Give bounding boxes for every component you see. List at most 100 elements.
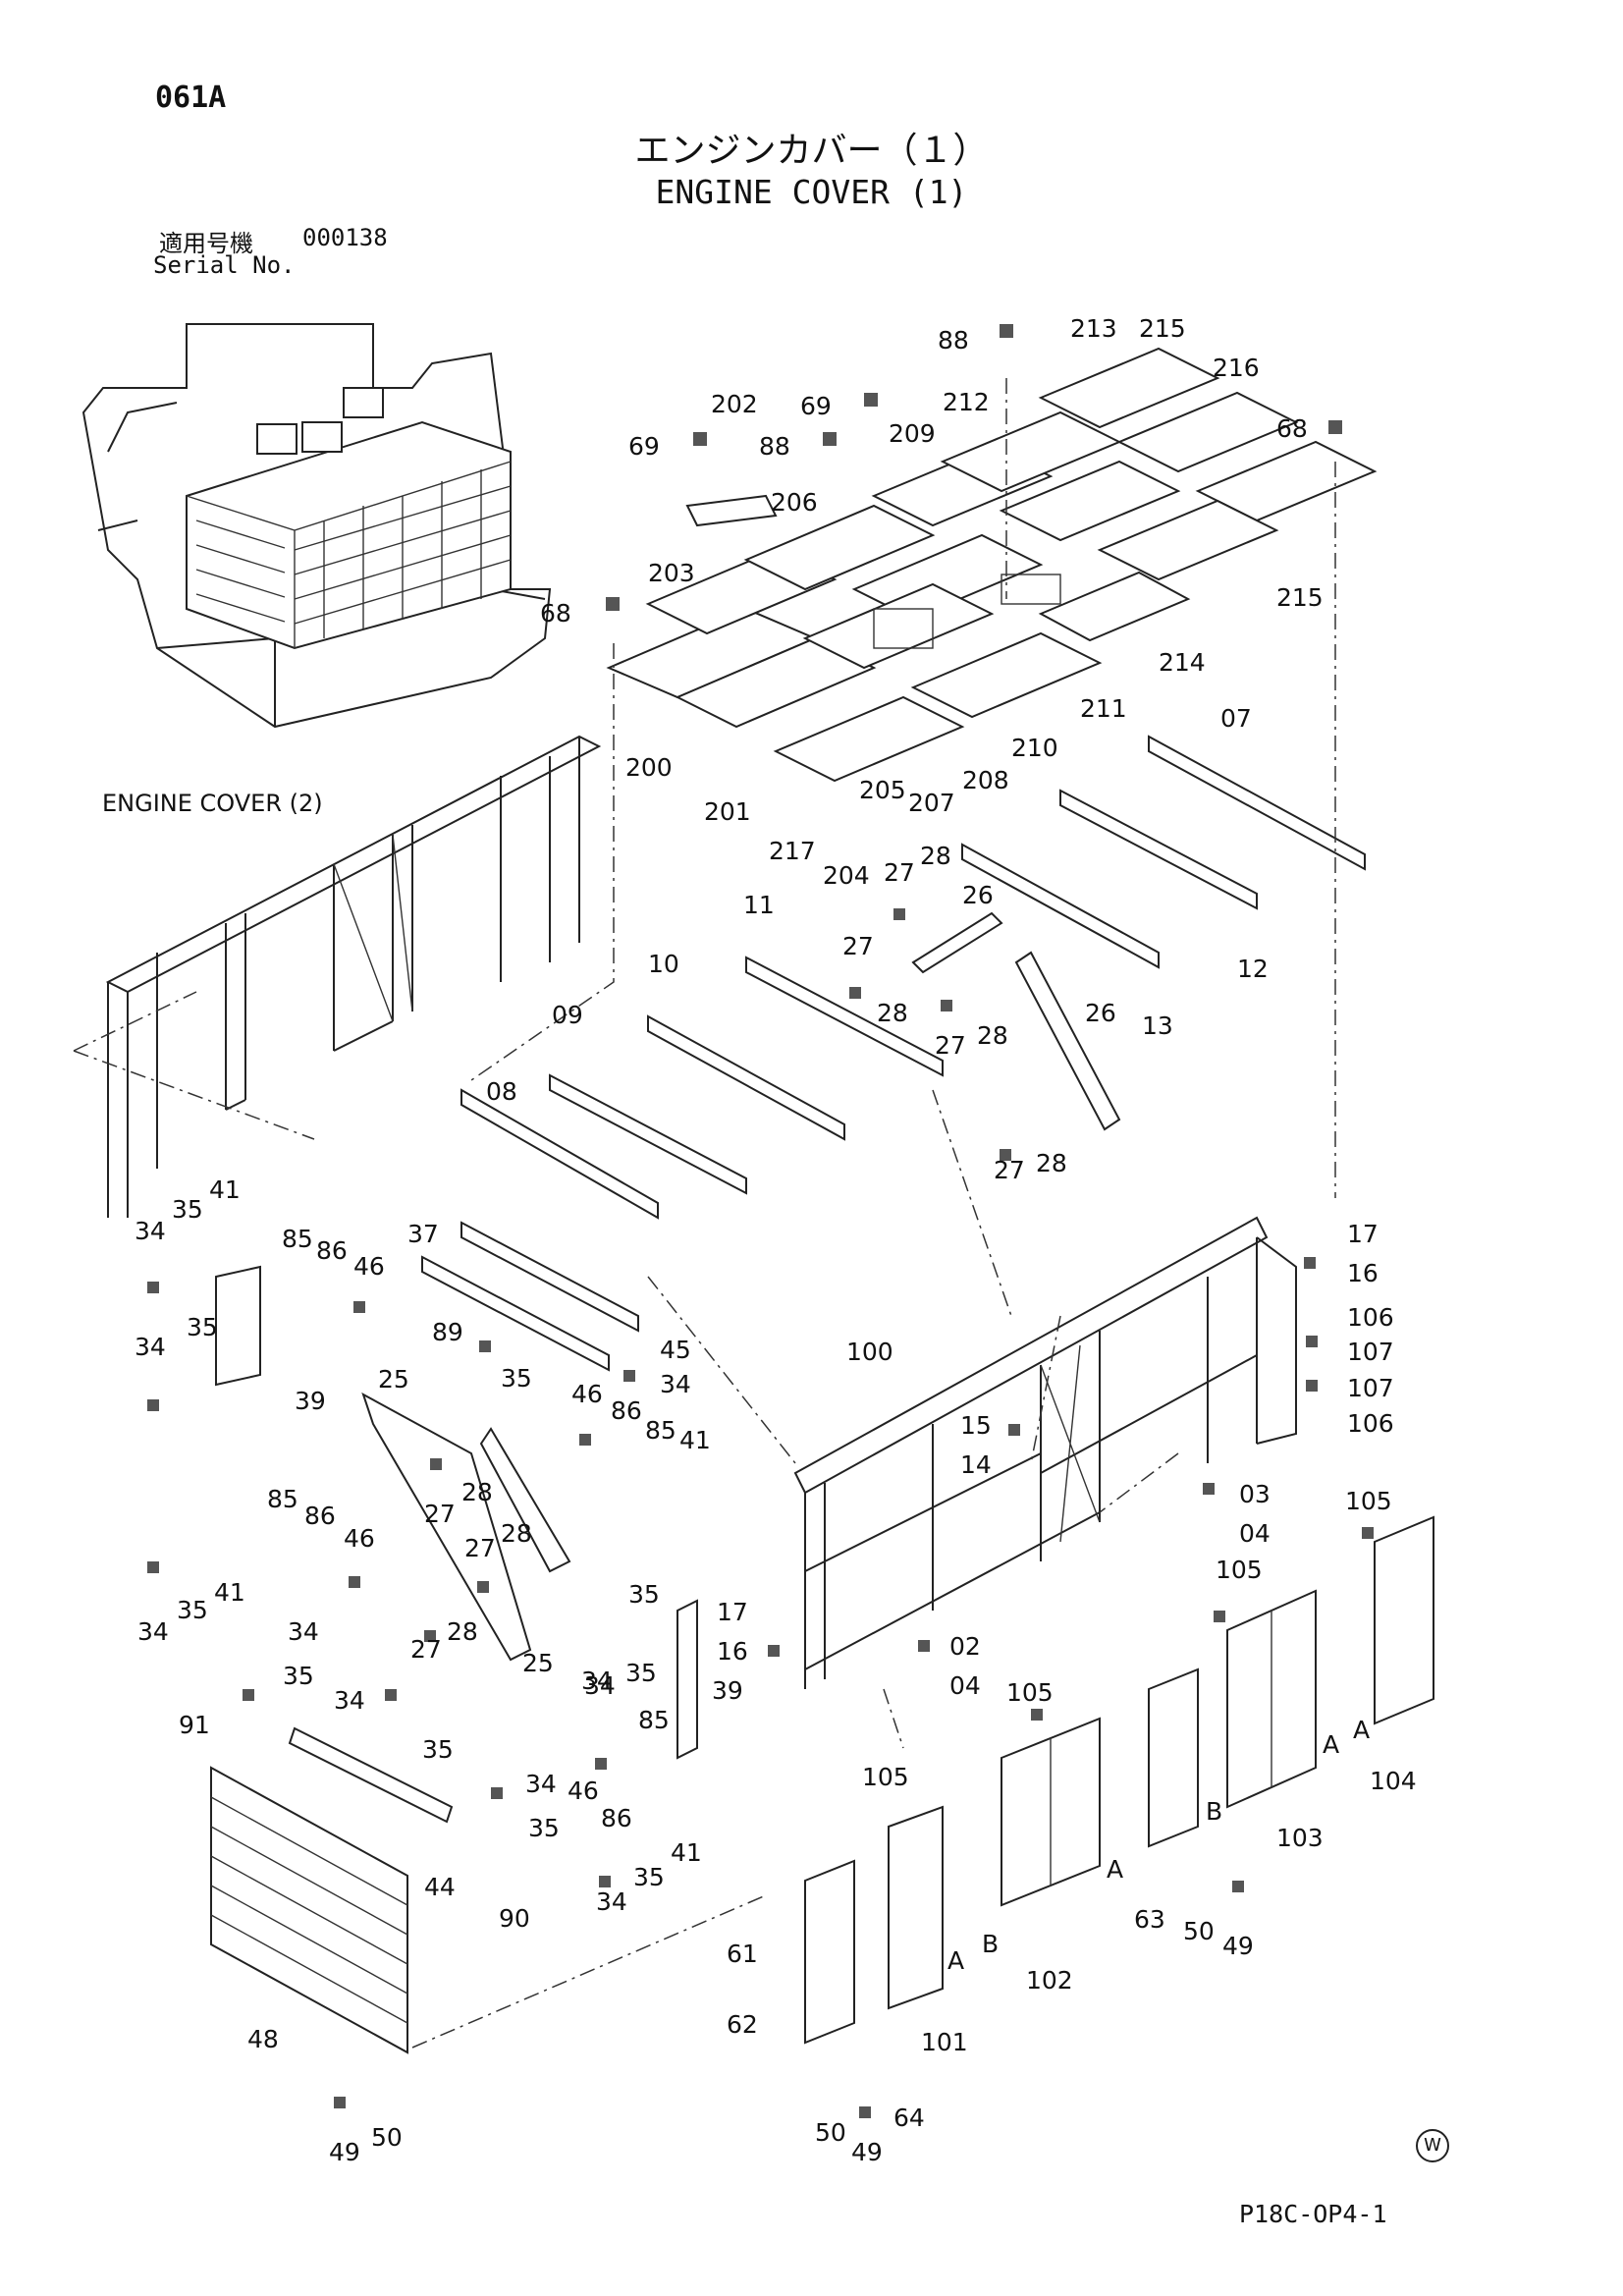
part-label-86: 86 — [611, 1396, 642, 1425]
door-mark-a: A — [947, 1946, 964, 1975]
part-label-34: 34 — [581, 1667, 613, 1695]
part-label-35: 35 — [528, 1814, 560, 1842]
part-label-207: 207 — [908, 789, 955, 817]
part-label-39: 39 — [295, 1387, 326, 1415]
part-label-85: 85 — [638, 1706, 670, 1734]
part-label-35: 35 — [633, 1863, 665, 1891]
part-label-64: 64 — [893, 2104, 925, 2132]
part-label-17: 17 — [717, 1598, 748, 1626]
door-mark-b: B — [1206, 1797, 1222, 1826]
part-label-107: 107 — [1347, 1338, 1394, 1366]
part-labels: 88 213 215 216 202 69 212 69 88 209 68 2… — [135, 314, 1417, 2166]
part-label-90: 90 — [499, 1904, 530, 1933]
part-label-203: 203 — [648, 559, 695, 587]
serial-label-english: Serial No. — [153, 251, 296, 279]
channel-members — [421, 735, 1366, 1372]
door-mark-a: A — [1323, 1730, 1339, 1759]
part-label-200: 200 — [625, 753, 673, 782]
part-label-35: 35 — [187, 1313, 218, 1341]
drawing-code: P18C-OP4-1 — [1239, 2200, 1387, 2228]
part-label-85: 85 — [267, 1485, 298, 1513]
part-label-39: 39 — [712, 1676, 743, 1705]
part-label-41: 41 — [671, 1838, 702, 1867]
part-label-13: 13 — [1142, 1011, 1173, 1040]
part-label-34: 34 — [288, 1617, 319, 1646]
part-label-68: 68 — [540, 599, 571, 628]
title-english: ENGINE COVER (1) — [655, 173, 968, 211]
assembly-leader-lines — [411, 378, 1336, 2049]
part-label-88: 88 — [759, 432, 790, 461]
part-label-206: 206 — [771, 488, 818, 517]
part-label-46: 46 — [568, 1777, 599, 1805]
part-label-68: 68 — [1276, 414, 1308, 443]
part-label-02: 02 — [949, 1632, 981, 1661]
part-label-49: 49 — [851, 2138, 883, 2166]
part-label-49: 49 — [1222, 1932, 1254, 1960]
part-label-100: 100 — [846, 1338, 893, 1366]
part-label-09: 09 — [552, 1001, 583, 1029]
part-label-103: 103 — [1276, 1824, 1324, 1852]
part-label-104: 104 — [1370, 1767, 1417, 1795]
part-label-41: 41 — [209, 1175, 241, 1204]
part-label-211: 211 — [1080, 694, 1127, 723]
part-label-105: 105 — [1345, 1487, 1392, 1515]
part-label-208: 208 — [962, 766, 1009, 794]
part-label-04: 04 — [949, 1671, 981, 1700]
part-label-213: 213 — [1070, 314, 1117, 343]
part-label-214: 214 — [1159, 648, 1206, 677]
part-label-28: 28 — [977, 1021, 1008, 1050]
part-label-34: 34 — [135, 1217, 166, 1245]
part-label-212: 212 — [943, 388, 990, 416]
part-label-26: 26 — [1085, 999, 1116, 1027]
part-label-37: 37 — [407, 1220, 439, 1248]
part-label-35: 35 — [501, 1364, 532, 1393]
part-label-102: 102 — [1026, 1966, 1073, 1995]
door-mark-b: B — [982, 1930, 999, 1958]
part-label-61: 61 — [727, 1940, 758, 1968]
part-label-28: 28 — [1036, 1149, 1067, 1177]
engine-cover-2-reference-label: ENGINE COVER (2) — [102, 790, 323, 817]
part-label-50: 50 — [815, 2118, 846, 2147]
part-label-28: 28 — [877, 999, 908, 1027]
part-label-88: 88 — [938, 326, 969, 355]
part-label-45: 45 — [660, 1336, 691, 1364]
part-label-28: 28 — [501, 1519, 532, 1548]
part-label-106: 106 — [1347, 1409, 1394, 1438]
part-label-49: 49 — [329, 2138, 360, 2166]
part-label-12: 12 — [1237, 955, 1269, 983]
part-label-34: 34 — [525, 1770, 557, 1798]
part-label-27: 27 — [935, 1031, 966, 1060]
part-label-34: 34 — [596, 1887, 627, 1916]
part-label-85: 85 — [645, 1416, 676, 1445]
part-label-85: 85 — [282, 1225, 313, 1253]
w-mark-icon: W — [1416, 2129, 1449, 2162]
part-label-86: 86 — [304, 1502, 336, 1530]
doors-and-panels — [210, 911, 1434, 2054]
part-label-16: 16 — [717, 1637, 748, 1666]
title-japanese: エンジンカバー（１） — [634, 131, 989, 171]
part-label-10: 10 — [648, 950, 679, 978]
part-label-35: 35 — [625, 1659, 657, 1687]
part-label-216: 216 — [1213, 354, 1260, 382]
part-label-34: 34 — [137, 1617, 169, 1646]
part-label-41: 41 — [679, 1426, 711, 1454]
part-label-25: 25 — [522, 1649, 554, 1677]
part-label-28: 28 — [920, 842, 951, 870]
part-label-202: 202 — [711, 390, 758, 418]
part-label-215: 215 — [1139, 314, 1186, 343]
machine-overview-drawing — [81, 323, 552, 729]
part-label-35: 35 — [422, 1735, 454, 1764]
part-label-27: 27 — [994, 1156, 1025, 1184]
part-label-69: 69 — [800, 392, 832, 420]
part-label-25: 25 — [378, 1365, 409, 1394]
part-label-35: 35 — [628, 1580, 660, 1609]
part-label-34: 34 — [334, 1686, 365, 1715]
part-label-17: 17 — [1347, 1220, 1379, 1248]
part-label-63: 63 — [1134, 1905, 1165, 1934]
part-label-205: 205 — [859, 776, 906, 804]
part-label-03: 03 — [1239, 1480, 1271, 1508]
part-label-34: 34 — [660, 1370, 691, 1398]
part-label-27: 27 — [842, 932, 874, 960]
page-code: 061A — [155, 81, 227, 115]
part-label-35: 35 — [283, 1662, 314, 1690]
